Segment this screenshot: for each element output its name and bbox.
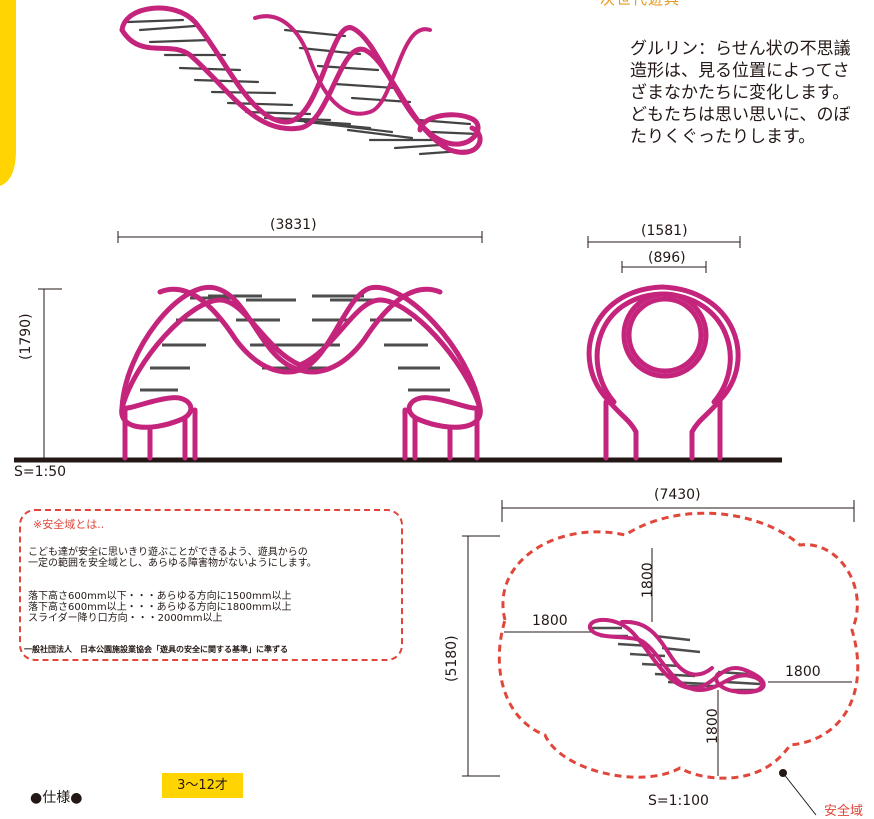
climber-perspective-render xyxy=(119,5,483,156)
ring-frame xyxy=(586,284,741,461)
plan-height-dimension xyxy=(462,535,500,777)
page-edge-tab xyxy=(0,0,16,186)
description-line: 造形は、見る位置によってさ xyxy=(630,61,850,81)
safety-note-line: こども達が安全に思いきり遊ぶことができるよう、遊具からの xyxy=(28,547,308,558)
safety-note-line: 一定の範囲を安全域とし、あらゆる障害物がないようにします。 xyxy=(28,558,317,569)
age-range-badge: 3〜12才 xyxy=(162,773,243,798)
safety-info-box xyxy=(19,509,403,661)
inner-width-dimension xyxy=(621,261,707,273)
description-line: たりくぐったりします。 xyxy=(630,127,816,147)
description-line: ざまなかたちに変化します。 xyxy=(630,83,850,103)
plan-scale-label: S=1:100 xyxy=(648,793,709,809)
spec-heading: ●仕様● xyxy=(30,790,83,806)
perspective-rail-back xyxy=(119,5,481,147)
outer-width-dimension-label: (1581) xyxy=(641,223,688,239)
clearance-right-label: 1800 xyxy=(785,664,821,680)
perspective-rail-mid xyxy=(253,14,432,116)
plan-width-dimension-label: (7430) xyxy=(654,487,701,503)
elevation-frame xyxy=(119,284,483,461)
clearance-left-label: 1800 xyxy=(532,613,568,629)
clearance-top-label: 1800 xyxy=(640,562,656,598)
height-dimension xyxy=(38,288,62,458)
plan-view xyxy=(462,500,860,816)
product-description: グルリン：らせん状の不思議 造形は、見る位置によってさ ざまなかたちに変化します… xyxy=(630,38,874,148)
product-category-heading: 次世代遊具 xyxy=(600,0,680,9)
plan-width-dimension xyxy=(501,500,855,522)
plan-height-dimension-label: (5180) xyxy=(444,635,460,682)
safety-rule-line: 落下高さ600mm以上・・・あらゆる方向に1800mm以上 xyxy=(28,602,292,613)
width-dimension-label: (3831) xyxy=(270,217,317,233)
front-elevation xyxy=(586,236,741,461)
plan-frame xyxy=(588,617,766,695)
description-line: グルリン：らせん状の不思議 xyxy=(630,39,851,59)
width-dimension xyxy=(117,231,483,243)
safe-zone-boundary[interactable] xyxy=(497,511,860,780)
clearance-bottom-label: 1800 xyxy=(705,708,721,744)
outer-width-dimension xyxy=(587,236,741,248)
description-line: どもたちは思い思いに、のぼ xyxy=(630,105,851,125)
safety-rule-line: スライダー降り口方向・・・2000mm以上 xyxy=(28,613,223,624)
elevation-scale-label: S=1:50 xyxy=(14,464,67,480)
safe-zone-label: 安全域 xyxy=(824,804,864,819)
safety-standard-reference: 一般社団法人 日本公園施設業協会「遊具の安全に関する基準」に準ずる xyxy=(24,645,288,654)
safe-zone-leader xyxy=(782,772,817,816)
safety-info-title: ※安全域とは.. xyxy=(33,518,105,531)
clearance-lines xyxy=(504,548,852,776)
height-dimension-label: (1790) xyxy=(18,313,34,360)
perspective-rail-front xyxy=(119,27,483,155)
safety-rule-line: 落下高さ600mm以下・・・あらゆる方向に1500mm以上 xyxy=(28,591,292,602)
inner-width-dimension-label: (896) xyxy=(648,250,686,266)
side-elevation xyxy=(14,231,782,463)
